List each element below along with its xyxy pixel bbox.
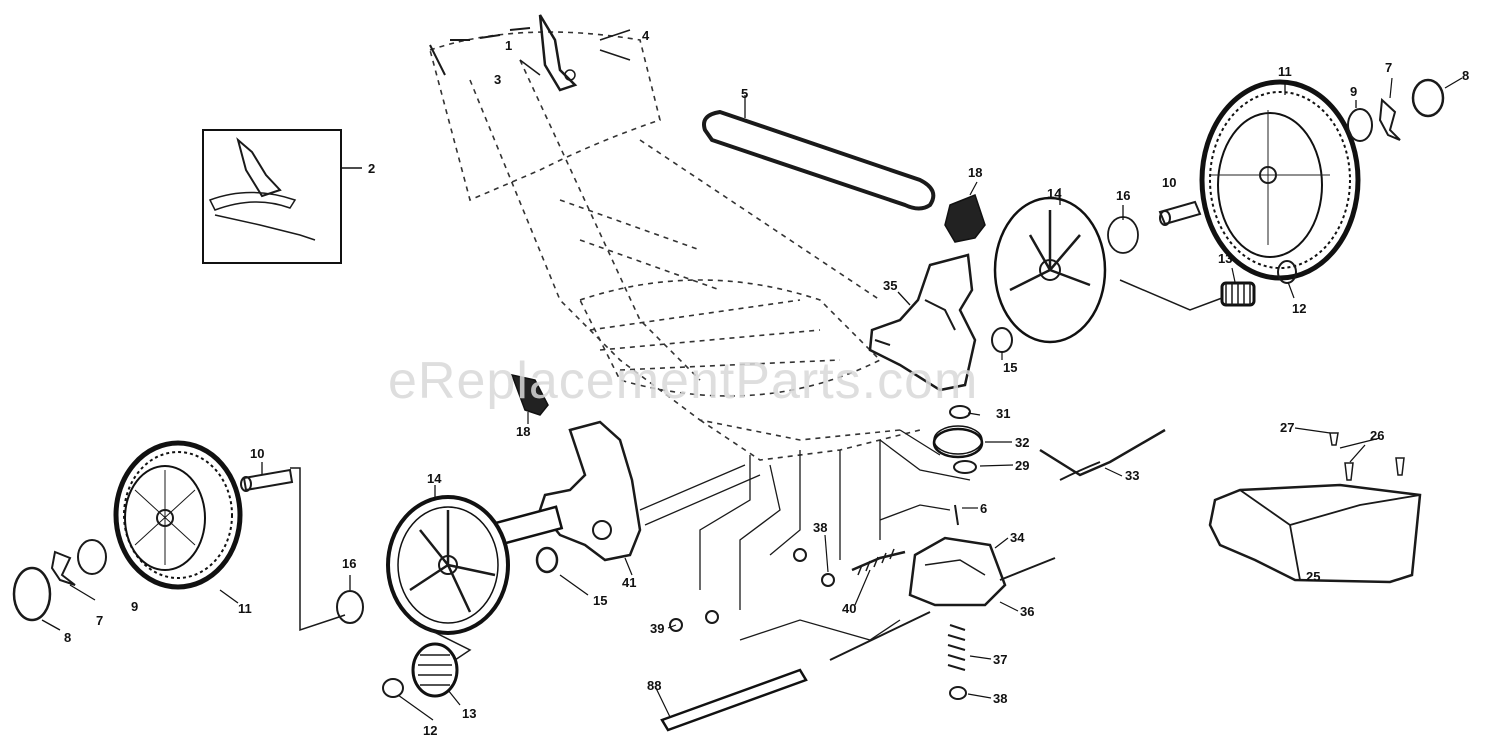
right-axle-hardware (1347, 77, 1463, 142)
label-4: 4 (642, 28, 650, 43)
label-1: 1 (505, 38, 512, 53)
label-5: 5 (741, 86, 748, 101)
label-8-left: 8 (64, 630, 71, 645)
right-drive-disc (993, 188, 1107, 344)
label-18-left: 18 (516, 424, 530, 439)
grass-bag-group (1208, 432, 1422, 584)
right-washer (1107, 205, 1139, 254)
label-15-left: 15 (593, 593, 607, 608)
part-labels: 1 2 3 4 5 6 7 8 9 10 11 12 13 14 15 16 1… (64, 28, 1469, 738)
left-bushing (240, 462, 294, 492)
label-10-right: 10 (1162, 175, 1176, 190)
label-3: 3 (494, 72, 501, 87)
label-15-right: 15 (1003, 360, 1017, 375)
label-34: 34 (1010, 530, 1025, 545)
label-9-left: 9 (131, 599, 138, 614)
wheel-right (1199, 79, 1361, 281)
label-37: 37 (993, 652, 1007, 667)
label-41: 41 (622, 575, 636, 590)
label-11-right: 11 (1278, 64, 1292, 79)
right-bushing (1158, 200, 1202, 226)
label-12-left: 12 (423, 723, 437, 738)
label-16-right: 16 (1116, 188, 1130, 203)
label-40: 40 (842, 601, 856, 616)
left-pinion (382, 619, 472, 698)
axle-rod (660, 668, 808, 732)
leader-lines (397, 77, 1393, 721)
label-27: 27 (1280, 420, 1294, 435)
transmission-group (669, 405, 1166, 700)
left-drive-disc (386, 485, 589, 635)
left-axle-hardware (12, 539, 107, 631)
label-33: 33 (1125, 468, 1139, 483)
watermark-text: eReplacementParts.com (388, 352, 978, 410)
label-16-left: 16 (342, 556, 356, 571)
label-18-right: 18 (968, 165, 982, 180)
label-14-right: 14 (1047, 186, 1062, 201)
label-31: 31 (996, 406, 1010, 421)
label-32: 32 (1015, 435, 1029, 450)
cable-assembly-box (202, 129, 362, 264)
label-9-right: 9 (1350, 84, 1357, 99)
label-38-mid: 38 (813, 520, 827, 535)
label-39: 39 (650, 621, 664, 636)
label-7-right: 7 (1385, 60, 1392, 75)
label-25: 25 (1306, 569, 1320, 584)
label-36: 36 (1020, 604, 1034, 619)
label-14-left: 14 (427, 471, 442, 486)
label-35: 35 (883, 278, 897, 293)
label-6: 6 (980, 501, 987, 516)
label-7-left: 7 (96, 613, 103, 628)
handle-control-group (429, 14, 631, 92)
label-11-left: 11 (238, 601, 252, 616)
label-88: 88 (647, 678, 661, 693)
label-38-bottom: 38 (993, 691, 1007, 706)
label-26: 26 (1370, 428, 1384, 443)
label-29: 29 (1015, 458, 1029, 473)
mower-body-outline (429, 31, 921, 461)
label-12-right: 12 (1292, 301, 1306, 316)
label-13-right: 13 (1218, 251, 1232, 266)
label-2: 2 (368, 161, 375, 176)
left-washer (290, 467, 364, 632)
label-10-left: 10 (250, 446, 264, 461)
label-13-left: 13 (462, 706, 476, 721)
label-8-right: 8 (1462, 68, 1469, 83)
drive-belt (702, 95, 936, 211)
wheel-left (113, 440, 243, 604)
right-pinion (1119, 260, 1297, 311)
